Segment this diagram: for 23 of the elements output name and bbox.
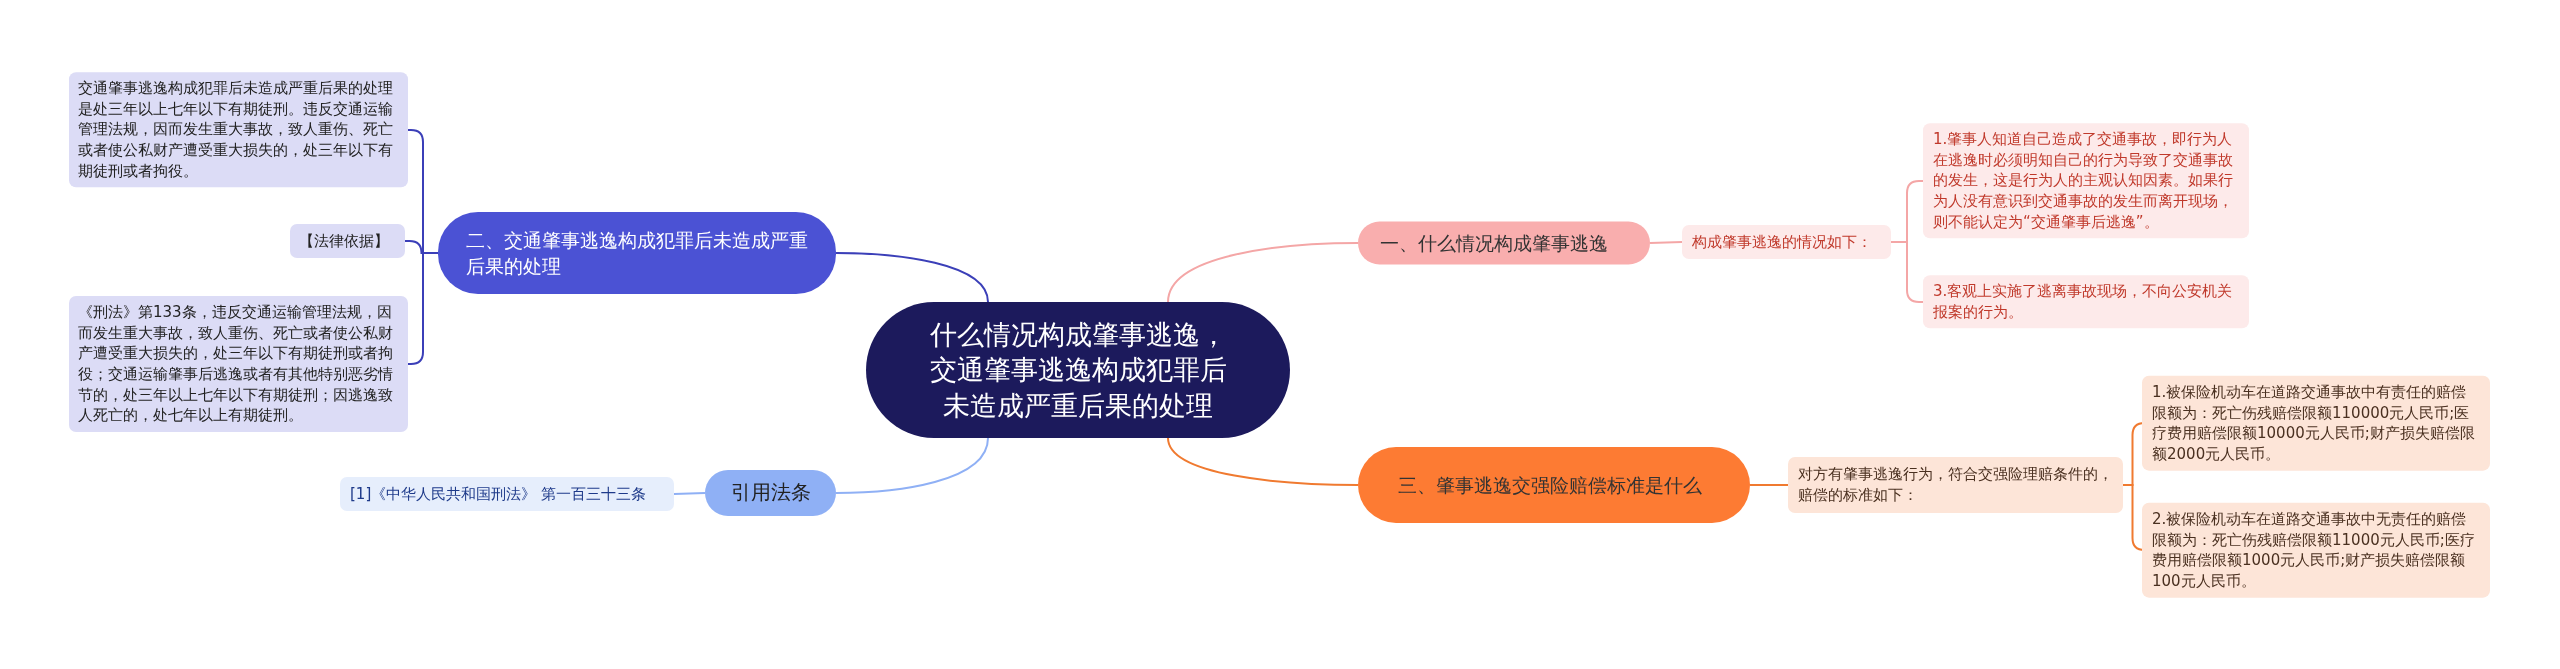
note-box: 2.被保险机动车在道路交通事故中无责任的赔偿限额为：死亡伤残赔偿限额11000元人民币;医疗费用赔偿限额1000元人民币;财产损失赔偿限额100元人民币。 [2142,502,2490,598]
connector-line [1167,242,1359,303]
connector-line [673,492,706,495]
connector-line [835,437,989,494]
note-box: 3.客观上实施了逃离事故现场，不向公安机关报案的行为。 [1923,275,2249,329]
note-box: 对方有肇事逃逸行为，符合交强险理赔条件的，赔偿的标准如下： [1788,457,2123,513]
note-box: 1.肇事人知道自己造成了交通事故，即行为人在逃逸时必须明知自己的行为导致了交通事故的发生，这是行为人的主观认知因素。如果行为人没有意识到交通事故的发生而离开现场，则不能认定为“交通肇事后逃逸”。 [1923,123,2249,239]
note-box: 构成肇事逃逸的情况如下： [1682,225,1891,259]
topic-pill: 什么情况构成肇事逃逸，交通肇事逃逸构成犯罪后未造成严重后果的处理 [866,302,1290,438]
note-box: 交通肇事逃逸构成犯罪后未造成严重后果的处理是处三年以上七年以下有期徒刑。违反交通运输管理法规，因而发生重大事故，致人重伤、死亡或者使公私财产遭受重大损失的，处三年以下有期徒刑或者拘役。 [69,72,408,188]
connector-line [1749,484,1789,486]
branch-pill: 二、交通肇事逃逸构成犯罪后未造成严重后果的处理 [438,212,836,294]
branch-pill: 一、什么情况构成肇事逃逸 [1358,221,1650,265]
note-box: [1]《中华人民共和国刑法》 第一百三十三条 [340,477,674,511]
note-box: 【法律依据】 [290,224,405,258]
connector-line [1649,241,1683,244]
connector-line [407,252,439,365]
branch-pill: 三、肇事逃逸交强险赔偿标准是什么 [1358,447,1750,523]
connector-line [835,252,989,303]
branch-pill: 引用法条 [705,470,836,516]
note-box: 1.被保险机动车在道路交通事故中有责任的赔偿限额为：死亡伤残赔偿限额110000元人民币;医疗费用赔偿限额10000元人民币;财产损失赔偿限额2000元人民币。 [2142,375,2490,471]
connector-line [1167,437,1359,486]
note-box: 《刑法》第133条，违反交通运输管理法规，因而发生重大事故，致人重伤、死亡或者使公私财产遭受重大损失的，处三年以下有期徒刑或者拘役；交通运输肇事后逃逸或者有其他特别恶劣情节的，处三年以上七年以下有期徒刑；因逃逸致人死亡的，处七年以上有期徒刑。 [69,295,408,433]
